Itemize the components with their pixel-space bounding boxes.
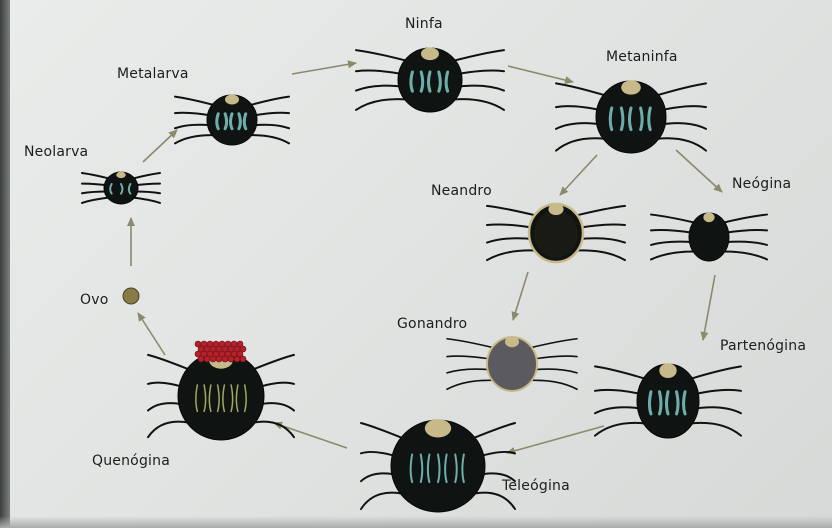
tick-neogina xyxy=(651,213,767,261)
label-ninfa: Ninfa xyxy=(405,16,443,32)
label-neogina: Neógina xyxy=(732,176,791,192)
tick-metalarva xyxy=(175,95,289,146)
label-neolarva: Neolarva xyxy=(24,144,88,160)
label-metaninfa: Metaninfa xyxy=(606,49,678,65)
tick-neandro xyxy=(487,203,625,262)
arrow-metalarva-to-ninfa xyxy=(292,63,356,74)
label-gonandro: Gonandro xyxy=(397,316,467,332)
label-ovo: Ovo xyxy=(80,292,108,308)
arrow-neogina-to-partenogina xyxy=(703,275,715,340)
label-neandro: Neandro xyxy=(431,183,492,199)
arrow-neolarva-to-metalarva xyxy=(143,130,177,162)
arrow-metaninfa-to-neogina xyxy=(676,150,722,192)
arrow-quenogina-to-ovo xyxy=(138,313,165,355)
egg xyxy=(123,288,139,304)
label-teleogina: Teleógina xyxy=(502,478,570,494)
tick-metaninfa xyxy=(556,80,706,153)
tick-ninfa xyxy=(356,47,504,112)
tick-partenogina xyxy=(595,363,741,438)
arrow-ninfa-to-metaninfa xyxy=(508,66,573,82)
arrow-neandro-to-gonandro xyxy=(513,272,528,320)
tick-quenogina xyxy=(148,351,294,440)
egg-mass xyxy=(195,341,246,362)
arrow-metaninfa-to-neandro xyxy=(560,155,597,195)
label-metalarva: Metalarva xyxy=(117,66,189,82)
label-quenogina: Quenógina xyxy=(92,453,170,469)
tick-teleogina xyxy=(361,419,515,512)
arrow-partenogina-to-teleogina xyxy=(507,426,604,453)
tick-gonandro xyxy=(447,336,577,391)
label-partenogina: Partenógina xyxy=(720,338,806,354)
tick-neolarva xyxy=(82,172,160,204)
